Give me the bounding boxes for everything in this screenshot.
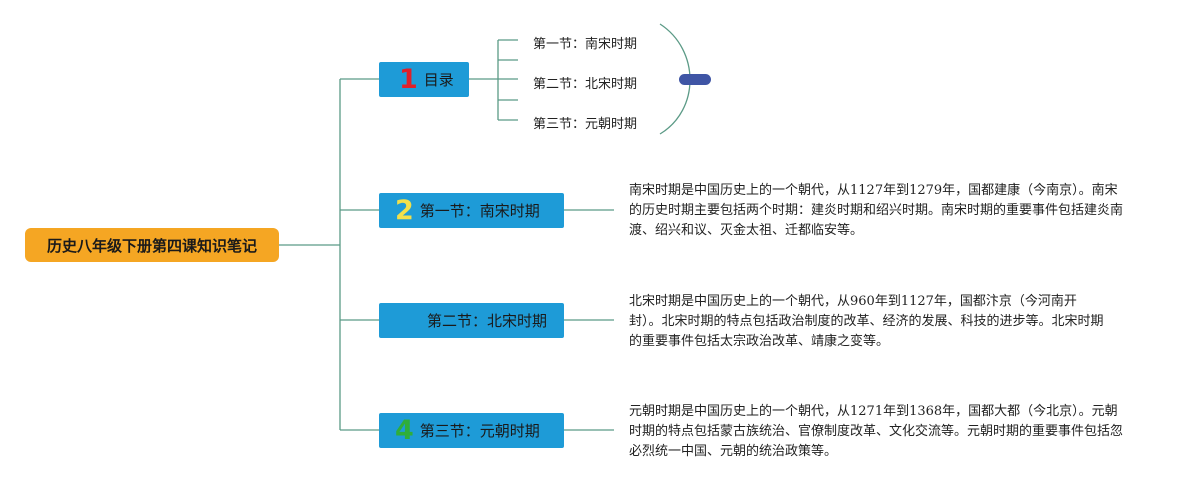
topic-label: 目录 xyxy=(423,71,454,89)
note-southern-song: 南宋时期是中国历史上的一个朝代，从1127年到1279年，国都建康（今南京）。南… xyxy=(629,183,1124,238)
topic-number-4: 4 xyxy=(395,415,414,446)
topic-yuan[interactable]: 4 第三节：元朝时期 xyxy=(379,413,564,448)
root-node[interactable]: 历史八年级下册第四课知识笔记 xyxy=(25,228,279,262)
toc-item-southern-song[interactable]: 第一节：南宋时期 xyxy=(533,37,638,52)
summary-node[interactable] xyxy=(679,74,711,85)
topic-label: 第三节：元朝时期 xyxy=(419,422,540,440)
topic-number-2: 2 xyxy=(395,195,414,226)
toc-item-yuan[interactable]: 第三节：元朝时期 xyxy=(533,117,638,132)
note-northern-song: 北宋时期是中国历史上的一个朝代，从960年到1127年，国都汴京（今河南开封）。… xyxy=(629,294,1104,349)
root-node-label: 历史八年级下册第四课知识笔记 xyxy=(46,236,257,255)
topic-northern-song[interactable]: 第二节：北宋时期 xyxy=(379,303,564,338)
topic-number-1: 1 xyxy=(399,64,418,95)
toc-item-northern-song[interactable]: 第二节：北宋时期 xyxy=(533,77,638,92)
topic-southern-song[interactable]: 2 第一节：南宋时期 xyxy=(379,193,564,228)
topic-toc[interactable]: 1 目录 xyxy=(379,62,469,97)
note-yuan: 元朝时期是中国历史上的一个朝代，从1271年到1368年，国都大都（今北京）。元… xyxy=(629,404,1124,459)
topic-label: 第一节：南宋时期 xyxy=(419,202,540,220)
topic-label: 第二节：北宋时期 xyxy=(427,312,548,330)
